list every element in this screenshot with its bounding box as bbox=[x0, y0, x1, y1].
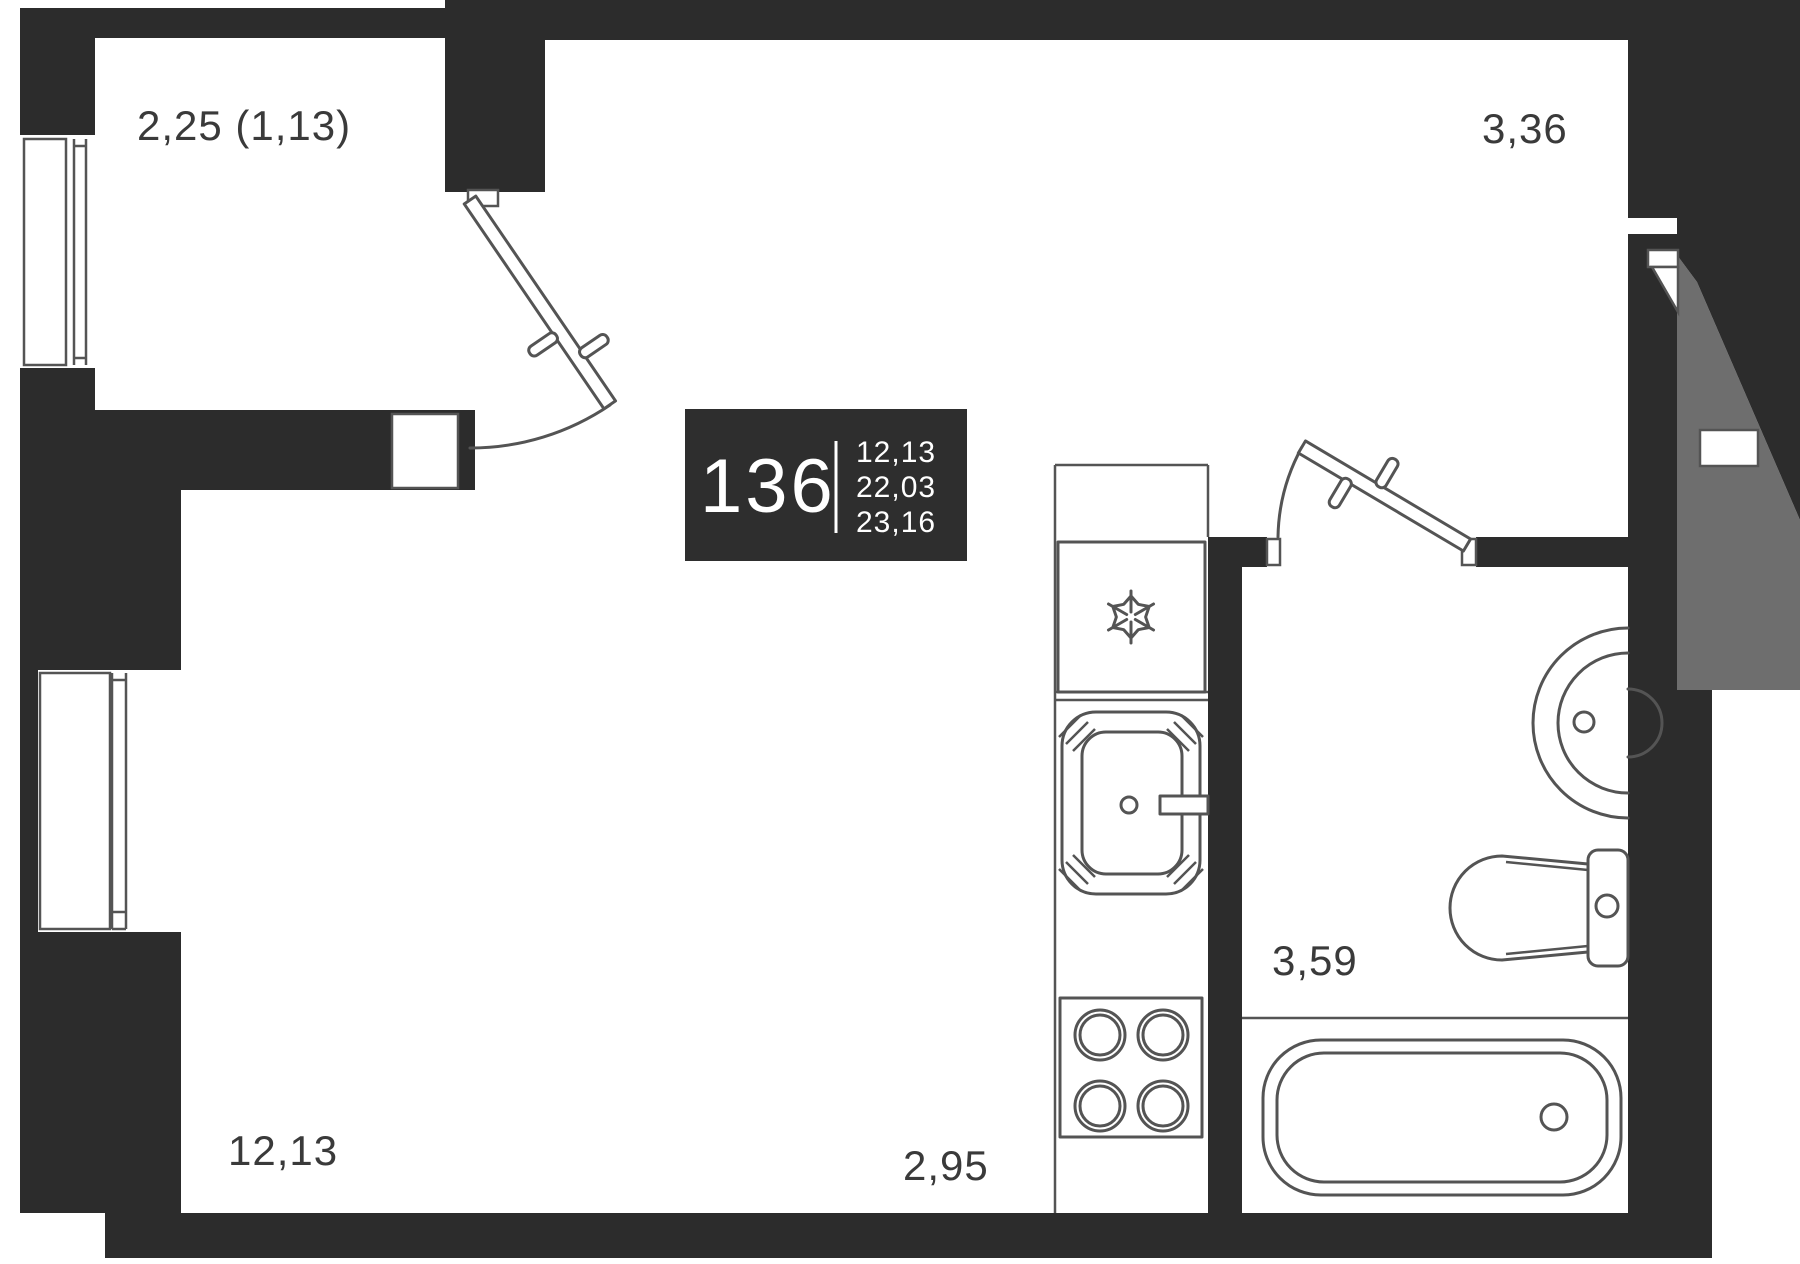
kitchen-sink-faucet bbox=[1158, 794, 1210, 816]
unit-badge-background bbox=[685, 409, 967, 561]
entry-door-area bbox=[1628, 218, 1760, 468]
bathroom-sink-notch bbox=[1626, 687, 1664, 759]
bathroom bbox=[1242, 626, 1664, 1197]
living-room-dimension-label: 12,13 bbox=[228, 1127, 338, 1174]
balcony-window bbox=[20, 135, 95, 368]
entry-door-jamb bbox=[1646, 248, 1680, 269]
stove-outline bbox=[1058, 996, 1204, 1139]
bathroom-door bbox=[1265, 439, 1478, 567]
bathroom-door-leaf bbox=[1296, 439, 1473, 553]
toilet bbox=[1448, 848, 1630, 968]
hallway-dimension-label: 3,36 bbox=[1482, 105, 1568, 152]
stove bbox=[1058, 996, 1204, 1139]
toilet-bowl bbox=[1448, 854, 1590, 962]
bathroom-sink-outer bbox=[1531, 626, 1630, 820]
bathroom-sink bbox=[1531, 626, 1664, 820]
balcony-door bbox=[390, 188, 618, 490]
kitchen-unit bbox=[1053, 463, 1210, 1213]
neighbor-wall-wedge bbox=[1677, 218, 1800, 520]
balcony-door-swing-arc bbox=[468, 403, 612, 450]
balcony-door-handle bbox=[578, 332, 610, 360]
stove-burner bbox=[1136, 1008, 1190, 1062]
bathroom-door-handle bbox=[1327, 476, 1353, 510]
bathroom-door-jamb-left bbox=[1265, 537, 1282, 567]
kitchen-sink-drain bbox=[1119, 795, 1139, 815]
bathtub-outer bbox=[1261, 1038, 1623, 1197]
snowflake-icon bbox=[1106, 589, 1156, 645]
stove-burner bbox=[1073, 1008, 1127, 1062]
toilet-seat-lines bbox=[1505, 860, 1589, 956]
stove-burner bbox=[1136, 1079, 1190, 1133]
balcony-door-leaf bbox=[462, 194, 618, 411]
toilet-tank bbox=[1586, 848, 1630, 968]
unit-info-badge: 136 12,13 22,03 23,16 bbox=[685, 409, 967, 561]
bathroom-sink-basin bbox=[1556, 651, 1630, 795]
kitchen-sink bbox=[1058, 710, 1210, 896]
living-room-window-frame bbox=[110, 673, 128, 931]
fridge-divider bbox=[1055, 690, 1208, 702]
balcony-window-frame bbox=[72, 139, 88, 365]
kitchen-sink-hatching bbox=[1058, 714, 1204, 892]
kitchen-dimension-label: 2,95 bbox=[903, 1142, 989, 1189]
living-room-window bbox=[38, 670, 181, 932]
bathroom-sink-drain bbox=[1572, 710, 1596, 734]
bathtub-drain bbox=[1539, 1102, 1569, 1132]
balcony-dimension-label: 2,25 (1,13) bbox=[137, 102, 351, 149]
unit-number: 136 bbox=[700, 444, 836, 529]
unit-area-1: 12,13 bbox=[856, 436, 936, 469]
balcony-window-opening bbox=[20, 135, 95, 368]
entry-niche bbox=[1698, 428, 1760, 468]
entry-door-leaf bbox=[1649, 265, 1680, 317]
balcony-door-handle bbox=[527, 331, 559, 358]
unit-area-3: 23,16 bbox=[856, 506, 936, 539]
bathroom-dimension-label: 3,59 bbox=[1272, 937, 1358, 984]
kitchen-counter-outline bbox=[1053, 463, 1210, 1213]
balcony-door-bottom-jamb bbox=[390, 412, 460, 490]
toilet-flush-button bbox=[1594, 893, 1620, 919]
bathtub bbox=[1242, 1016, 1628, 1197]
balcony-window-sill bbox=[22, 137, 68, 367]
fridge bbox=[1055, 540, 1208, 702]
stove-burner bbox=[1141, 1084, 1185, 1128]
stove-burner bbox=[1078, 1084, 1122, 1128]
bathroom-door-handle bbox=[1374, 456, 1400, 490]
bathroom-door-swing-arc bbox=[1276, 445, 1304, 539]
stove-burner bbox=[1073, 1079, 1127, 1133]
unit-area-2: 22,03 bbox=[856, 471, 936, 504]
bathtub-inner bbox=[1275, 1051, 1609, 1184]
stove-burner bbox=[1078, 1013, 1122, 1057]
neighbor-area bbox=[1677, 255, 1800, 690]
stove-burner bbox=[1141, 1013, 1185, 1057]
living-room-window-sill bbox=[38, 671, 112, 931]
entry-opening bbox=[1628, 218, 1677, 234]
